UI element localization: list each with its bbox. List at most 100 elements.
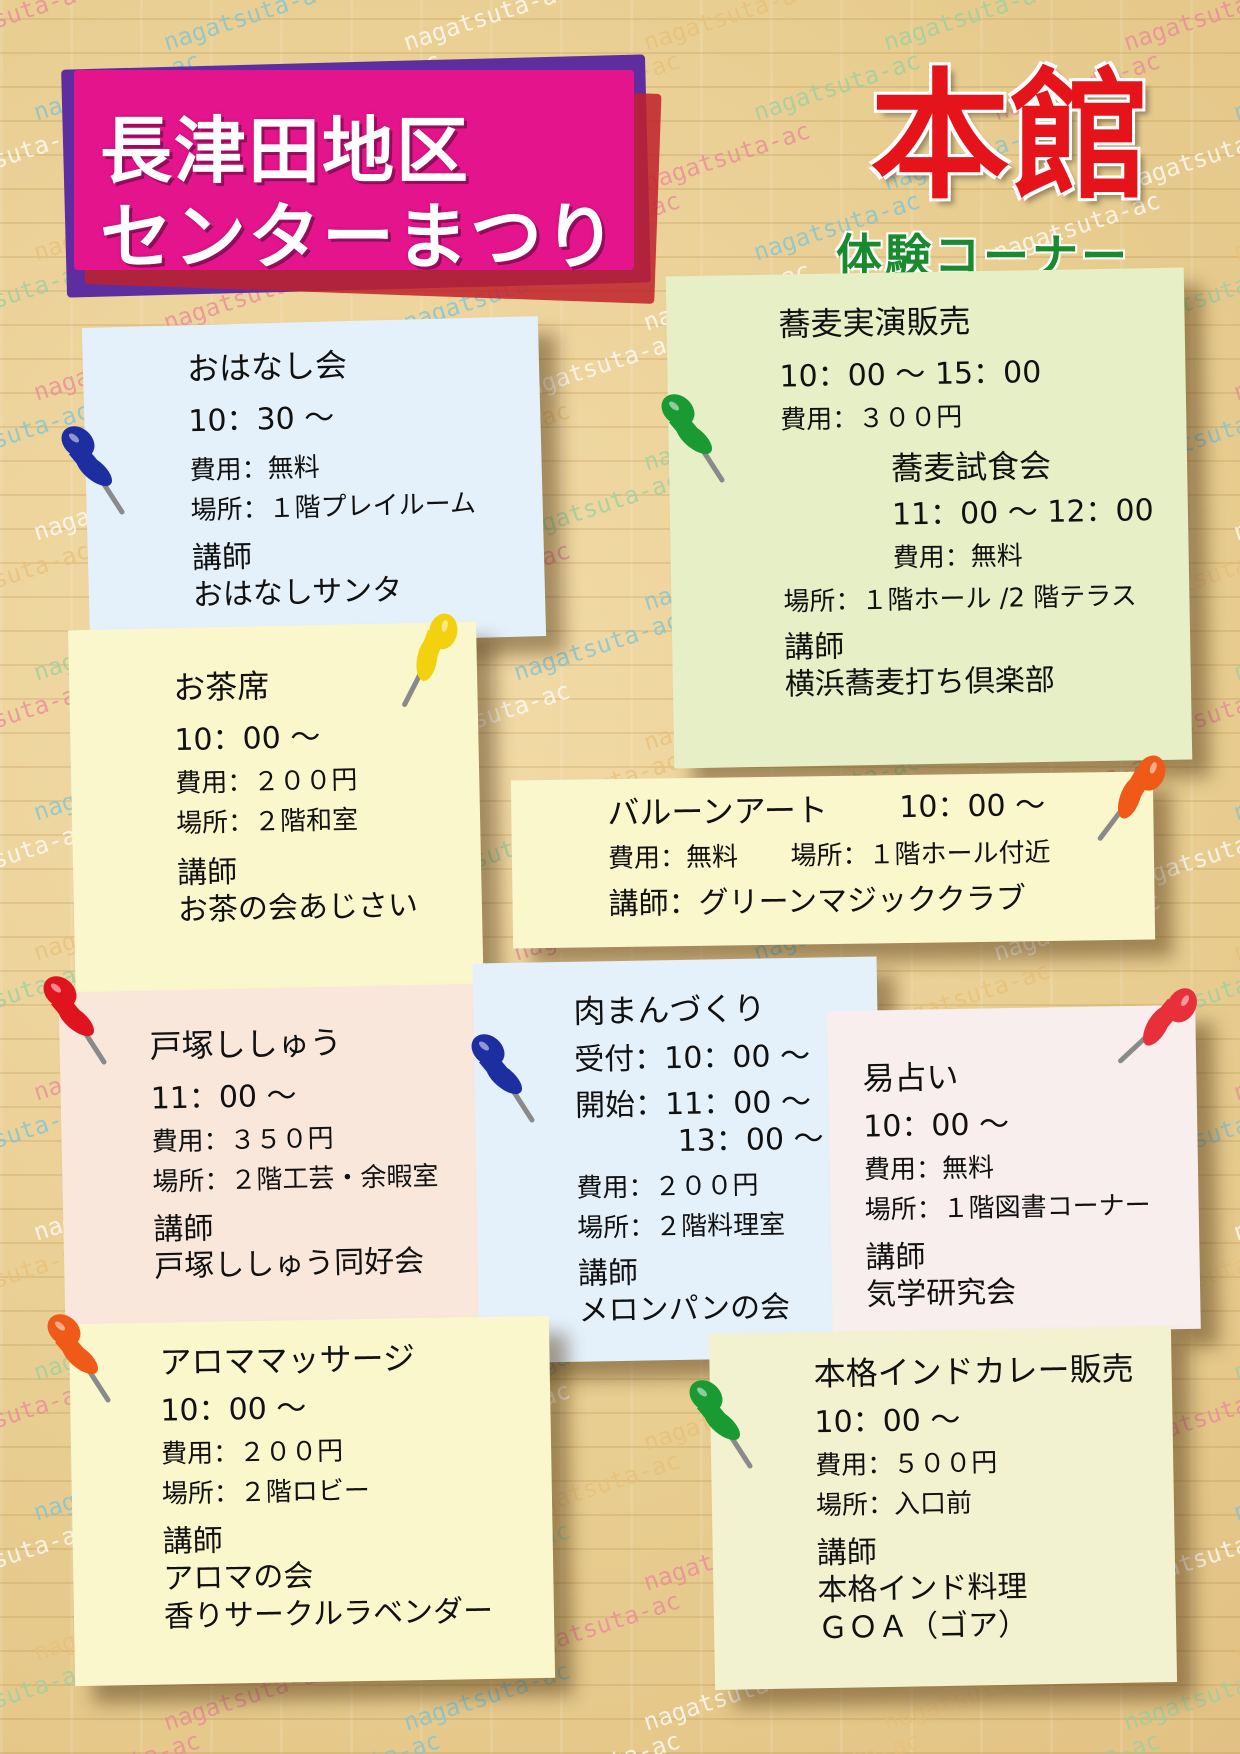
pushpin-part (61, 1341, 99, 1375)
watermark-text: nagatsuta-ac (1230, 1166, 1240, 1247)
watermark-text: nagatsuta-ac (510, 1726, 684, 1754)
watermark-text: nagatsuta-ac (0, 0, 94, 57)
event-teacher-2: ＧＯＡ（ゴア） (817, 1607, 1029, 1646)
pushpin-part (703, 1407, 741, 1441)
pushpin-icon (661, 394, 725, 483)
pushpin-part (69, 433, 79, 443)
pushpin-part (1143, 1006, 1172, 1046)
event-time: 10：00 〜 (899, 788, 1046, 826)
watermark-text: nagatsuta-ac (30, 1726, 204, 1754)
event-title: 易占い (862, 1057, 959, 1098)
pushpin-part (51, 983, 61, 993)
pushpin-part (697, 1387, 707, 1397)
pushpin-icon (1118, 988, 1197, 1064)
title-pink-shape (74, 70, 634, 270)
venue-heading: 本館 (870, 56, 1151, 219)
watermark-text: nagatsuta-ac (1230, 886, 1240, 967)
pushpin-part (416, 637, 438, 681)
note-soba: 蕎麦実演販売 10：00 〜 15：00 費用：３００円 蕎麦試食会 11：00… (665, 267, 1193, 769)
pushpin-part (1181, 995, 1190, 1007)
note-curry: 本格インドカレー販売 10：00 〜 費用：５００円 場所：入口前 講師 本格イ… (708, 1325, 1178, 1691)
event-fee: 費用：無料 (607, 842, 739, 875)
watermark-text: nagatsuta-ac (880, 0, 1054, 57)
teacher-label: 講師 (783, 629, 845, 666)
watermark-text: nagatsuta-ac (0, 536, 94, 617)
watermark-text: nagatsuta-ac (1120, 0, 1240, 57)
event-title: 戸塚ししゅう (149, 1023, 343, 1066)
pushpin-part (57, 1003, 95, 1037)
watermark-text: nagatsuta-ac (1230, 46, 1240, 127)
watermark-text: nagatsuta-ac (1230, 326, 1240, 407)
pushpin-icon (61, 426, 125, 515)
watermark-text: nagatsuta-ac (990, 1726, 1164, 1754)
watermark-text: nagatsuta-ac (1230, 186, 1240, 267)
watermark-text: nagatsuta-ac (160, 0, 334, 57)
event-reception: 受付：10：00 〜 (573, 1038, 811, 1078)
pushpin-part (669, 401, 679, 411)
watermark-text: nagatsuta-ac (1230, 746, 1240, 827)
pushpin-part (675, 421, 713, 455)
watermark-text: nagatsuta-ac (1230, 606, 1240, 687)
event-fee: 費用：無料 (863, 1152, 995, 1186)
watermark-text: nagatsuta-ac (270, 1726, 444, 1754)
watermark-text: nagatsuta-ac (400, 0, 574, 57)
pushpin-icon (47, 1314, 111, 1403)
event-teacher: メロンパンの会 (578, 1290, 791, 1329)
watermark-text: nagatsuta-ac (1230, 466, 1240, 547)
event-teacher-1: アロマの会 (163, 1558, 314, 1597)
event-start-2: 13：00 〜 (677, 1121, 824, 1160)
event-place: 場所：２階工芸・余暇室 (152, 1161, 439, 1198)
pushpin-part (1118, 776, 1143, 819)
event-fee: 費用：２００円 (576, 1170, 759, 1204)
title-line-2: センターまつり (100, 195, 619, 279)
event-title: 蕎麦実演販売 (778, 302, 971, 344)
event-teacher-2: 香りサークルラベンダー (163, 1593, 494, 1635)
note-ohanashi: おはなし会 10：30 〜 費用：無料 場所：１階プレイルーム 講師 おはなしサ… (81, 316, 547, 648)
tasting-time: 11：00 〜 12：00 (891, 493, 1154, 533)
event-time: 11：00 〜 (150, 1078, 297, 1117)
pushpin-part (479, 1041, 489, 1051)
pushpin-part (55, 1321, 65, 1331)
event-time: 10：00 〜 (160, 1391, 307, 1429)
event-place: 場所：２階和室 (175, 805, 359, 840)
event-teacher: お茶の会あじさい (177, 888, 419, 929)
pushpin-icon (689, 1380, 753, 1469)
teacher-label: 講師 (577, 1255, 639, 1292)
teacher-label: 講師 (865, 1239, 926, 1276)
event-title: 肉まんづくり (573, 989, 766, 1031)
watermark-text: nagatsuta-ac (1230, 1726, 1240, 1754)
pushpin-part (1149, 762, 1157, 774)
event-title: アロママッサージ (159, 1339, 416, 1382)
event-place: 場所：１階ホール /2 階テラス (783, 581, 1137, 618)
watermark-text: nagatsuta-ac (750, 1726, 924, 1754)
event-title-banner: 長津田地区 センターまつり (60, 54, 662, 304)
teacher-label: 講師 (153, 1210, 214, 1248)
event-teacher: 横浜蕎麦打ち倶楽部 (784, 662, 1056, 703)
event-place: 場所：１階ホール付近 (790, 837, 1051, 872)
event-place: 場所：１階図書コーナー (864, 1190, 1151, 1226)
pushpin-part (485, 1061, 523, 1095)
event-fee: 費用：２００円 (174, 764, 358, 799)
event-place: 場所：２階料理室 (576, 1210, 786, 1244)
event-teacher: 講師：グリーンマジッククラブ (608, 880, 1027, 922)
note-balloon: バルーンアート 10：00 〜 費用：無料 場所：１階ホール付近 講師：グリーン… (510, 771, 1156, 949)
pushpin-icon (402, 613, 458, 707)
teacher-label: 講師 (176, 854, 238, 891)
event-teacher: 戸塚ししゅう同好会 (153, 1243, 425, 1285)
pushpin-icon (43, 976, 107, 1065)
note-aroma: アロママッサージ 10：00 〜 費用：２００円 場所：２階ロビー 講師 アロマ… (68, 1315, 556, 1687)
watermark-text: nagatsuta-ac (1230, 1306, 1240, 1387)
watermark-text: nagatsuta-ac (1230, 1026, 1240, 1107)
event-teacher: 気学研究会 (865, 1274, 1017, 1313)
event-title: 本格インドカレー販売 (813, 1349, 1134, 1394)
title-line-1: 長津田地区 (100, 109, 471, 193)
watermark-text: nagatsuta-ac (640, 0, 814, 57)
event-start-1: 開始：11：00 〜 (574, 1084, 812, 1124)
event-time: 10：00 〜 (814, 1402, 961, 1441)
tasting-title: 蕎麦試食会 (890, 446, 1052, 488)
teacher-label: 講師 (816, 1534, 878, 1571)
event-teacher-1: 本格インド料理 (817, 1569, 1028, 1609)
balloon-fee-place-row: 費用：無料 場所：１階ホール付近 (608, 837, 1051, 876)
event-time: 10：00 〜 15：00 (779, 355, 1042, 395)
event-time: 10：00 〜 (862, 1107, 1010, 1145)
